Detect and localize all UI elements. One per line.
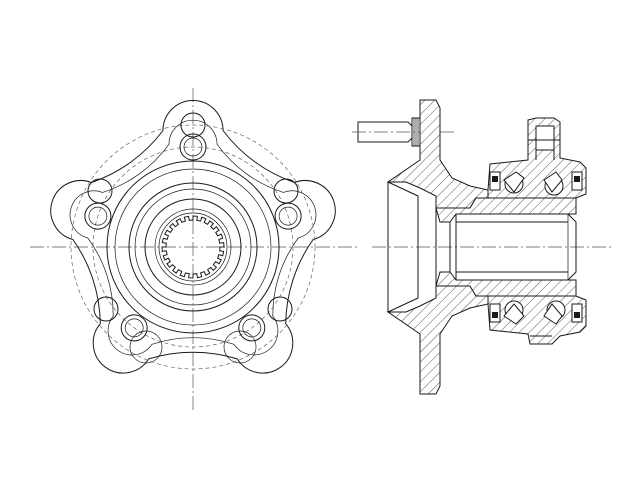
- hub-ring: [114, 168, 272, 326]
- stud-hole-inner: [278, 206, 298, 226]
- stud-hole-inner: [88, 206, 108, 226]
- hub-ring: [134, 188, 252, 306]
- bolt-circle-dashed: [70, 124, 316, 370]
- stud-holes: [84, 112, 302, 364]
- lobe-hole: [93, 296, 119, 322]
- seals: [489, 171, 583, 323]
- flange-outline: [50, 100, 336, 374]
- stud-hole-inner: [124, 318, 144, 338]
- side-section-view: [352, 99, 612, 395]
- hub-flange-lower-section: [386, 285, 489, 395]
- stud-hole-inner: [242, 318, 262, 338]
- lobe-hole: [273, 178, 299, 204]
- flange-lobed-outline: [50, 100, 336, 374]
- stud-hole: [238, 314, 266, 342]
- front-view: [30, 88, 360, 412]
- lobe-hole: [87, 178, 113, 204]
- hub-flange-upper-section: [386, 99, 489, 209]
- stud-circle-dashed: [92, 146, 294, 348]
- hub-ring: [128, 182, 258, 312]
- stud-hole: [120, 314, 148, 342]
- stud-hole: [179, 133, 207, 161]
- hollow-spindle: [435, 197, 577, 297]
- lobe-hole: [223, 330, 257, 364]
- flange-inner-lobed-outline: [69, 119, 317, 356]
- bearing-housing-lower: [487, 295, 587, 345]
- bearing-housing-upper: [487, 117, 587, 199]
- spline-teeth: [161, 215, 225, 279]
- splined-bore: [158, 212, 228, 282]
- spline-root-circle: [158, 212, 228, 282]
- lobe-hole: [267, 296, 293, 322]
- hub-ring: [144, 198, 242, 296]
- bearing-cages: [503, 171, 563, 325]
- lobe-hole: [180, 112, 206, 138]
- hub-ring: [106, 160, 280, 334]
- hub-rings: [70, 124, 316, 370]
- lobe-hole: [129, 330, 163, 364]
- hub-ring: [154, 208, 232, 286]
- stud-hole-inner: [183, 137, 203, 157]
